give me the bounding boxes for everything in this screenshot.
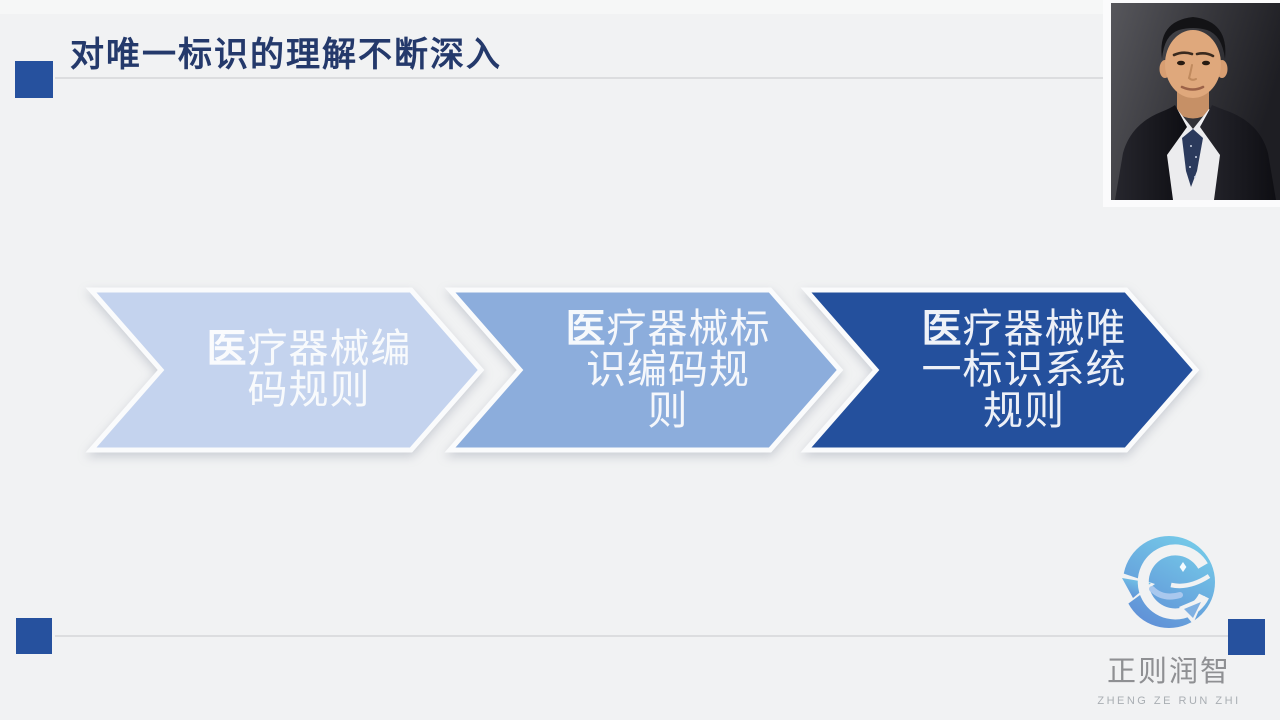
whale-circle-logo-icon [1119, 536, 1215, 628]
title-accent-square [15, 61, 53, 98]
presenter-portrait [1111, 3, 1280, 200]
chevron-arrow-shape-2 [444, 287, 844, 453]
step-1-line-1: 医疗器械编 [206, 327, 412, 371]
step-2-line-3: 则 [647, 388, 689, 433]
company-name: 正则润智 [1106, 656, 1231, 688]
chevron-2-polygon [444, 287, 844, 453]
process-step-3: 医疗器械唯 一标识系统 规则 [800, 287, 1200, 453]
title-accent-square-fill [15, 61, 53, 98]
process-step-1: 医疗器械编 码规则 [85, 287, 485, 453]
footer-accent-square-left-fill [16, 618, 52, 654]
header-divider-line [55, 77, 1280, 79]
webcam-video [1103, 0, 1280, 207]
process-step-2: 医疗器械标 识编码规 则 [444, 287, 844, 453]
step-2-line-2: 识编码规 [586, 347, 750, 392]
company-name-latin: ZHENG ZE RUN ZHI [1097, 695, 1241, 707]
process-step-3-label: 医疗器械唯 一标识系统 规则 [806, 290, 1196, 450]
step-3-line-2: 一标识系统 [921, 347, 1127, 392]
process-step-1-label: 医疗器械编 码规则 [91, 290, 481, 450]
footer-accent-square-left [16, 618, 52, 654]
chevron-arrow-shape-3 [800, 287, 1200, 453]
step-2-line-1: 医疗器械标 [565, 306, 771, 351]
step-3-line-3: 规则 [983, 388, 1065, 433]
top-sheen-band [0, 0, 1280, 14]
step-3-line-1: 医疗器械唯 [921, 306, 1127, 351]
footer-divider-line [55, 635, 1265, 637]
chevron-3-polygon [800, 287, 1200, 453]
footer-accent-square-right-fill [1228, 619, 1265, 655]
footer-accent-square-right [1228, 619, 1265, 655]
process-step-2-label: 医疗器械标 识编码规 则 [450, 290, 840, 450]
step-1-line-2: 码规则 [247, 368, 371, 412]
chevron-arrow-shape-1 [85, 287, 485, 453]
chevron-1-polygon [85, 287, 485, 453]
page-title: 对唯一标识的理解不断深入 [70, 36, 502, 74]
company-logo-block: 正则润智 ZHENG ZE RUN ZHI [1083, 534, 1255, 707]
